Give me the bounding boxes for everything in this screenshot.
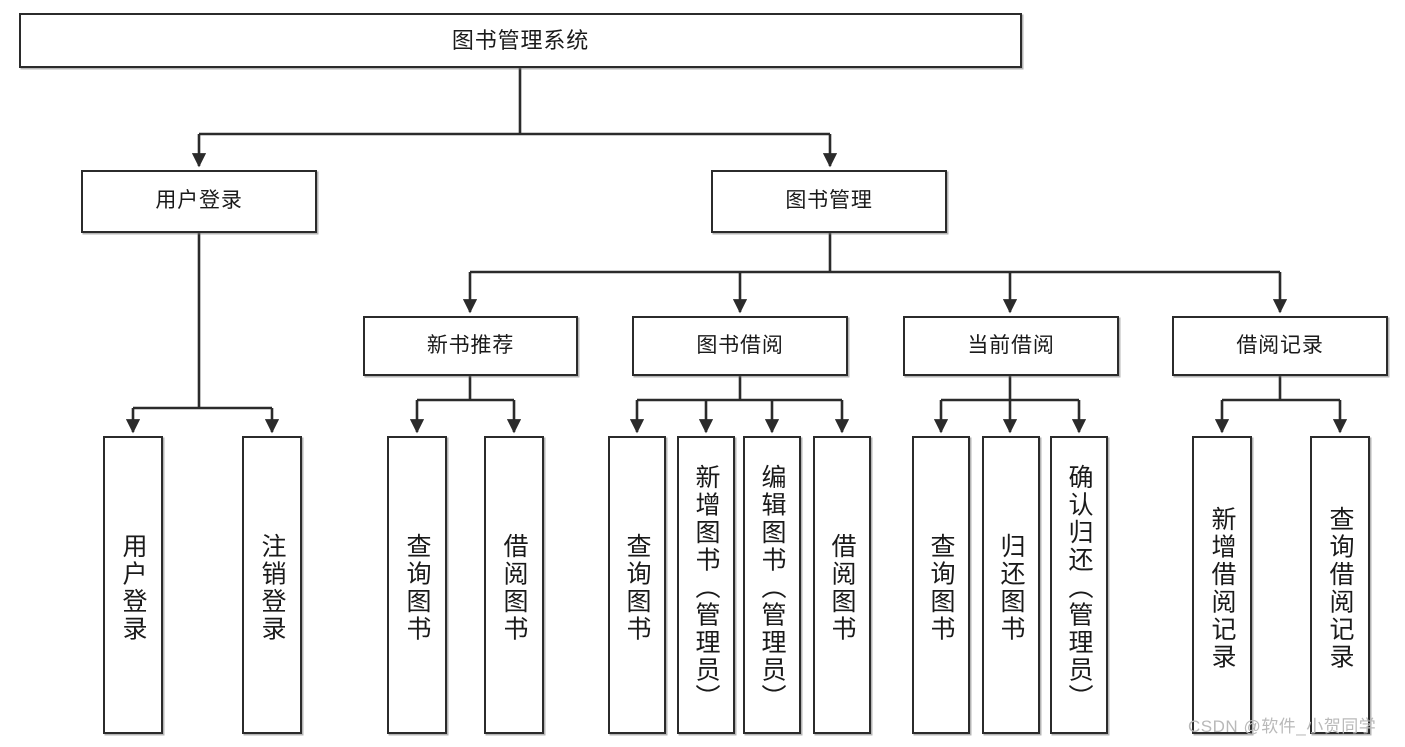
- leaf-new-book-query-books[interactable]: 查询图书: [387, 436, 447, 734]
- node-label: 查询借阅记录: [1326, 505, 1354, 671]
- node-current-borrow[interactable]: 当前借阅: [903, 316, 1119, 376]
- node-label: 确认归还（管理员）: [1065, 464, 1093, 712]
- node-label: 归还图书: [997, 533, 1025, 643]
- leaf-user-login-logout[interactable]: 注销登录: [242, 436, 302, 734]
- node-label: 图书管理系统: [451, 27, 590, 53]
- node-label: 用户登录: [119, 533, 147, 643]
- node-label: 查询图书: [623, 533, 651, 643]
- leaf-book-borrow-add-book-admin[interactable]: 新增图书（管理员）: [677, 436, 735, 734]
- node-label: 借阅图书: [500, 533, 528, 643]
- node-label: 当前借阅: [967, 333, 1055, 357]
- leaf-current-borrow-return-books[interactable]: 归还图书: [982, 436, 1040, 734]
- node-label: 用户登录: [155, 189, 243, 213]
- watermark: CSDN @软件_小贺同学: [1188, 717, 1377, 736]
- node-root-book-management-system[interactable]: 图书管理系统: [19, 13, 1022, 68]
- leaf-user-login-login[interactable]: 用户登录: [103, 436, 163, 734]
- node-label: 图书借阅: [696, 333, 784, 357]
- node-label: 查询图书: [927, 533, 955, 643]
- node-book-management[interactable]: 图书管理: [711, 170, 947, 233]
- node-label: 借阅记录: [1236, 333, 1324, 357]
- node-label: 编辑图书（管理员）: [758, 464, 786, 712]
- leaf-book-borrow-edit-book-admin[interactable]: 编辑图书（管理员）: [743, 436, 801, 734]
- node-book-borrow[interactable]: 图书借阅: [632, 316, 848, 376]
- node-borrow-record[interactable]: 借阅记录: [1172, 316, 1388, 376]
- node-label: 注销登录: [258, 533, 286, 643]
- node-label: 新增图书（管理员）: [692, 464, 720, 712]
- node-label: 新书推荐: [426, 333, 515, 357]
- node-label: 新增借阅记录: [1208, 505, 1236, 671]
- leaf-current-borrow-query-books[interactable]: 查询图书: [912, 436, 970, 734]
- node-label: 图书管理: [785, 189, 873, 213]
- leaf-borrow-record-add-record[interactable]: 新增借阅记录: [1192, 436, 1252, 734]
- leaf-book-borrow-borrow-books[interactable]: 借阅图书: [813, 436, 871, 734]
- node-new-book-recommend[interactable]: 新书推荐: [363, 316, 578, 376]
- leaf-book-borrow-query-books[interactable]: 查询图书: [608, 436, 666, 734]
- node-label: 借阅图书: [828, 533, 856, 643]
- node-label: 查询图书: [403, 533, 431, 643]
- leaf-new-book-borrow-books[interactable]: 借阅图书: [484, 436, 544, 734]
- node-user-login[interactable]: 用户登录: [81, 170, 317, 233]
- leaf-current-borrow-confirm-return-admin[interactable]: 确认归还（管理员）: [1050, 436, 1108, 734]
- leaf-borrow-record-query-record[interactable]: 查询借阅记录: [1310, 436, 1370, 734]
